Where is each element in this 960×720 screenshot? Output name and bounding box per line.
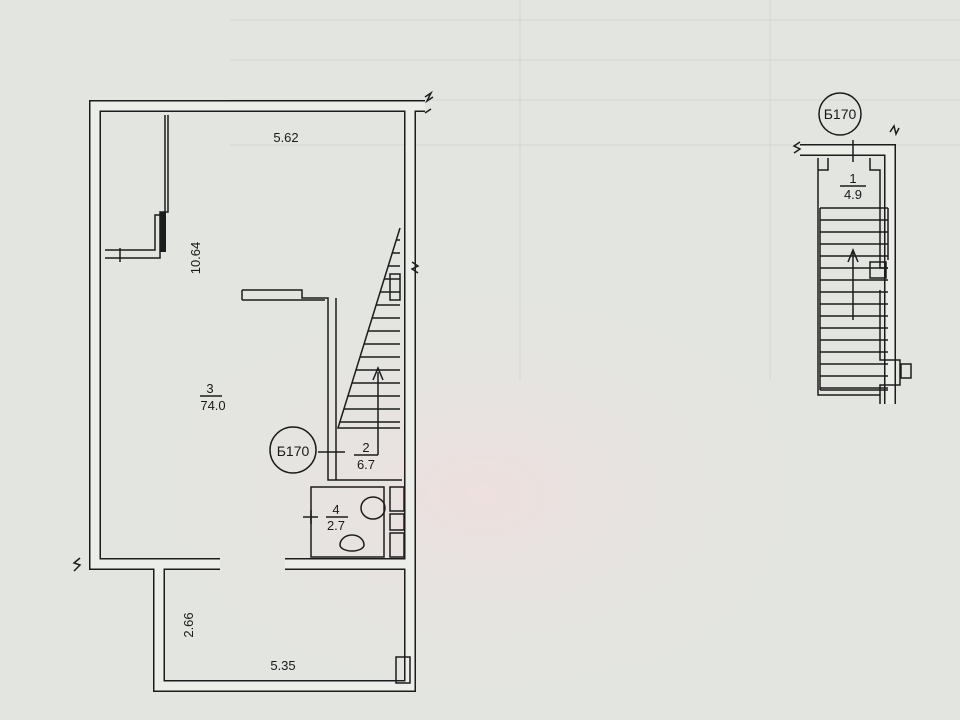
- room-4-area: 2.7: [327, 518, 345, 533]
- room-2-area: 6.7: [357, 457, 375, 472]
- main-unit-walls: [72, 90, 434, 692]
- room-1-area: 4.9: [844, 187, 862, 202]
- section-mark-label: Б170: [277, 443, 310, 459]
- section-mark-b170-right: Б170: [824, 106, 857, 122]
- room-3-label: 3 74.0: [200, 381, 226, 413]
- stair-arrow-icon: [847, 248, 859, 263]
- dimension-top-width: 5.62: [273, 130, 298, 145]
- staircase-unit-right: Б170 1 4.9: [792, 92, 912, 404]
- stair-partition: [241, 289, 402, 481]
- stair-arrow-icon: [372, 366, 384, 381]
- section-mark-b170-left: Б170: [269, 426, 345, 474]
- room-3-area: 74.0: [200, 398, 225, 413]
- closet: [105, 115, 169, 262]
- dimension-lower-width: 5.35: [270, 658, 295, 673]
- room-4-label: 4 2.7: [326, 502, 348, 533]
- room-1-number: 1: [849, 171, 856, 186]
- bathroom: [303, 486, 405, 558]
- paper-tint: [140, 230, 900, 710]
- stairs-room-2: [336, 227, 420, 455]
- room-4-number: 4: [332, 502, 339, 517]
- dimension-left-height: 10.64: [188, 242, 203, 275]
- room-2-label: 2 6.7: [354, 440, 378, 472]
- vent-duct: [395, 656, 411, 684]
- dimension-lower-height: 2.66: [181, 612, 196, 637]
- room-2-number: 2: [362, 440, 369, 455]
- sink-icon: [339, 534, 365, 552]
- room-3-number: 3: [206, 381, 213, 396]
- toilet-icon: [360, 496, 386, 520]
